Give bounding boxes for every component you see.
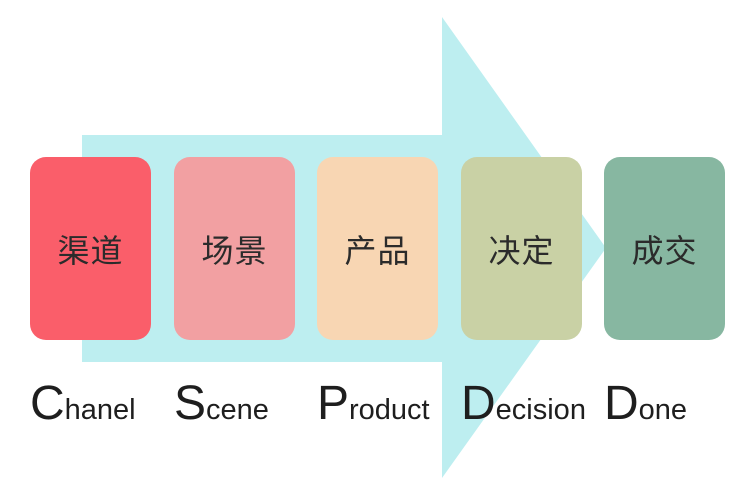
english-rest-product: roduct [349, 394, 430, 426]
english-initial-done: D [604, 377, 639, 430]
stage-box-decision: 决定 [461, 157, 582, 340]
english-label-decision: Decision [461, 374, 586, 434]
english-rest-scene: cene [206, 394, 269, 426]
english-rest-channel: hanel [64, 394, 136, 426]
stage-box-channel: 渠道 [30, 157, 151, 340]
english-initial-product: P [317, 377, 350, 430]
english-label-scene: Scene [174, 374, 269, 434]
english-initial-scene: S [174, 377, 207, 430]
stage-label-scene: 场景 [201, 231, 268, 270]
english-rest-decision: ecision [495, 394, 586, 426]
stage-box-product: 产品 [317, 157, 438, 340]
english-label-channel: Chanel [30, 374, 136, 434]
english-rest-done: one [638, 394, 688, 426]
stage-box-scene: 场景 [174, 157, 295, 340]
english-label-product: Product [317, 374, 430, 434]
english-initial-channel: C [30, 377, 65, 430]
stage-label-done: 成交 [631, 231, 698, 270]
stage-label-product: 产品 [344, 231, 411, 270]
stage-box-done: 成交 [604, 157, 725, 340]
english-label-done: Done [604, 374, 687, 434]
english-initial-decision: D [461, 377, 496, 430]
stage-label-decision: 决定 [488, 231, 555, 270]
stage-label-channel: 渠道 [57, 231, 124, 270]
